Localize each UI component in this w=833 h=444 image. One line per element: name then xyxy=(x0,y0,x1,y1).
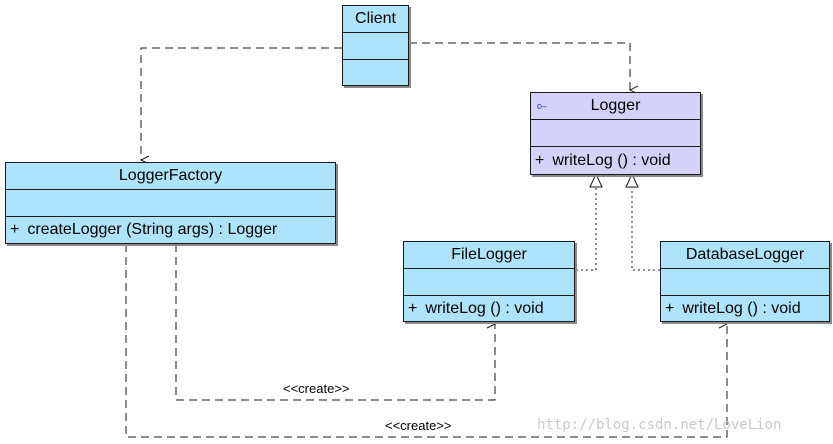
class-filelogger[interactable]: FileLogger + writeLog () : void xyxy=(403,241,575,322)
class-loggerfactory-operation: + createLogger (String args) : Logger xyxy=(6,217,335,243)
class-loggerfactory-attributes xyxy=(6,190,335,217)
class-databaselogger-attributes xyxy=(661,269,829,296)
class-loggerfactory-name: LoggerFactory xyxy=(6,163,335,190)
stereotype-create-filelogger: <<create>> xyxy=(283,381,350,396)
dependency-client-loggerfactory xyxy=(141,47,342,160)
create-loggerfactory-databaselogger xyxy=(125,244,727,438)
class-client[interactable]: Client xyxy=(342,5,409,86)
realization-filelogger-logger xyxy=(576,187,597,271)
class-client-attributes xyxy=(343,33,408,60)
create-loggerfactory-filelogger xyxy=(175,244,495,401)
interface-icon: o– xyxy=(537,101,548,111)
visibility-public: + xyxy=(408,299,418,317)
operation-signature: writeLog () : void xyxy=(682,299,801,317)
interface-logger-header: o– Logger xyxy=(531,93,700,120)
visibility-public: + xyxy=(665,299,675,317)
operation-signature: writeLog () : void xyxy=(552,151,671,169)
class-client-operations xyxy=(343,60,408,85)
visibility-public: + xyxy=(535,151,545,169)
operation-signature: writeLog () : void xyxy=(425,299,544,317)
interface-logger-operation: + writeLog () : void xyxy=(531,147,700,174)
class-filelogger-name: FileLogger xyxy=(404,242,574,269)
interface-logger[interactable]: o– Logger + writeLog () : void xyxy=(530,92,701,175)
class-client-name: Client xyxy=(343,6,408,33)
class-filelogger-operation: + writeLog () : void xyxy=(404,296,574,321)
class-databaselogger[interactable]: DatabaseLogger + writeLog () : void xyxy=(660,241,830,322)
realization-arrowhead-databaselogger xyxy=(625,172,639,188)
stereotype-create-databaselogger: <<create>> xyxy=(385,418,452,433)
watermark-text: http://blog.csdn.net/LoveLion xyxy=(537,417,782,433)
interface-logger-name: Logger xyxy=(590,97,641,114)
visibility-public: + xyxy=(10,221,20,238)
class-loggerfactory[interactable]: LoggerFactory + createLogger (String arg… xyxy=(5,162,336,244)
realization-arrowhead-filelogger xyxy=(589,172,603,188)
interface-logger-attributes xyxy=(531,120,700,147)
operation-signature: createLogger (String args) : Logger xyxy=(27,221,278,238)
class-databaselogger-operation: + writeLog () : void xyxy=(661,296,829,321)
class-filelogger-attributes xyxy=(404,269,574,296)
realization-databaselogger-logger xyxy=(631,187,660,271)
class-databaselogger-name: DatabaseLogger xyxy=(661,242,829,269)
dependency-client-logger xyxy=(409,42,630,90)
